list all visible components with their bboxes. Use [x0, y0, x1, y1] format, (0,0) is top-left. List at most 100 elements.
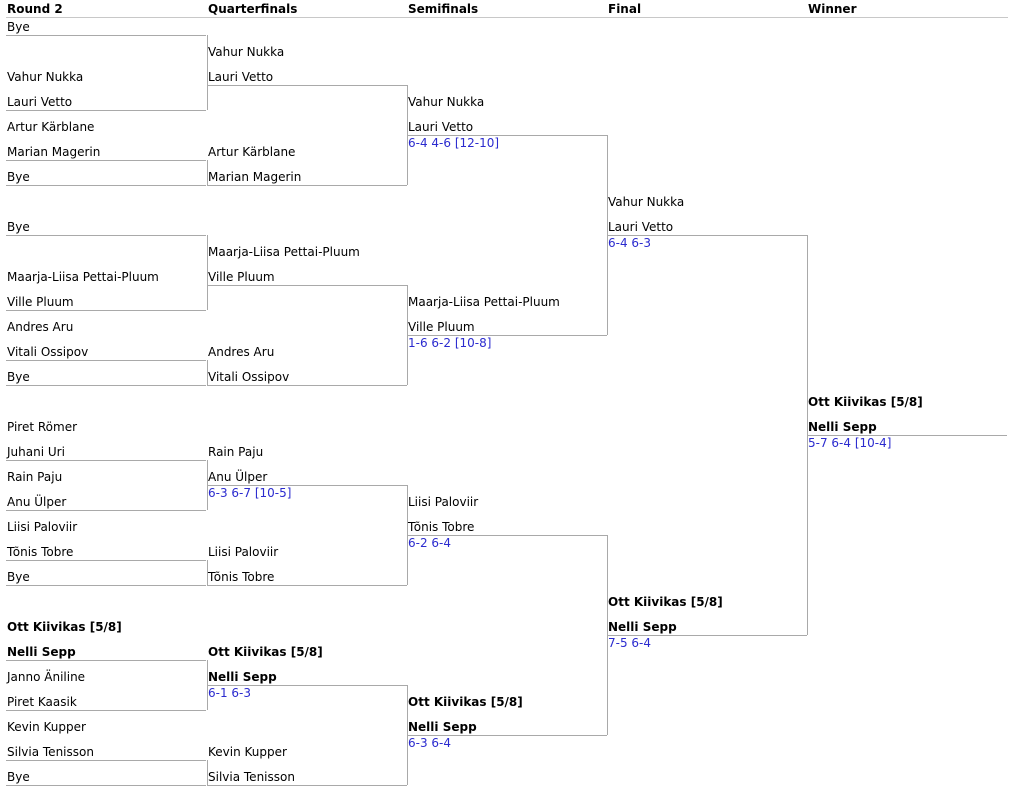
bracket-connector	[207, 235, 208, 310]
team-name: Maarja-Liisa Pettai-Pluum	[7, 270, 159, 284]
match-score: 6-4 4-6 [12-10]	[408, 136, 500, 150]
bracket-connector	[207, 760, 208, 785]
team-name: Vahur Nukka	[608, 195, 685, 209]
team-line	[407, 135, 607, 136]
team-name: Piret Römer	[7, 420, 78, 434]
team-name: Bye	[7, 770, 30, 784]
team-line	[6, 560, 206, 561]
match-score: 5-7 6-4 [10-4]	[808, 436, 892, 450]
team-name: Ott Kiivikas [5/8]	[608, 595, 723, 609]
team-line	[6, 160, 206, 161]
team-line	[6, 460, 206, 461]
team-name: Ott Kiivikas [5/8]	[208, 645, 323, 659]
team-name: Lauri Vetto	[208, 70, 274, 84]
team-line	[6, 185, 206, 186]
team-name: Vitali Ossipov	[7, 345, 89, 359]
team-line	[207, 85, 407, 86]
team-name: Tõnis Tobre	[7, 545, 74, 559]
team-name: Anu Ülper	[7, 495, 67, 509]
team-name: Juhani Uri	[7, 445, 65, 459]
team-name: Ville Pluum	[208, 270, 275, 284]
match-score: 1-6 6-2 [10-8]	[408, 336, 492, 350]
team-line	[6, 710, 206, 711]
team-name: Lauri Vetto	[408, 120, 474, 134]
match-score: 6-3 6-4	[408, 736, 452, 750]
team-name: Bye	[7, 570, 30, 584]
team-line	[807, 435, 1007, 436]
team-name: Tõnis Tobre	[208, 570, 275, 584]
team-name: Liisi Paloviir	[208, 545, 279, 559]
team-name: Maarja-Liisa Pettai-Pluum	[408, 295, 560, 309]
header-underline	[6, 17, 1008, 18]
team-line	[6, 585, 206, 586]
team-name: Anu Ülper	[208, 470, 268, 484]
team-name: Marian Magerin	[7, 145, 101, 159]
team-line	[607, 235, 807, 236]
team-name: Nelli Sepp	[208, 670, 277, 684]
team-line	[6, 510, 206, 511]
team-name: Kevin Kupper	[208, 745, 287, 759]
team-name: Nelli Sepp	[808, 420, 877, 434]
bracket-connector	[207, 560, 208, 585]
bracket-connector	[207, 360, 208, 385]
team-name: Vitali Ossipov	[208, 370, 290, 384]
team-name: Andres Aru	[7, 320, 74, 334]
header-quarterfinals: Quarterfinals	[208, 2, 298, 16]
team-line	[6, 660, 206, 661]
team-line	[207, 485, 407, 486]
team-name: Bye	[7, 220, 30, 234]
team-line	[6, 360, 206, 361]
team-name: Ville Pluum	[7, 295, 74, 309]
header-final: Final	[608, 2, 642, 16]
team-line	[207, 385, 407, 386]
team-name: Lauri Vetto	[7, 95, 73, 109]
bracket-connector	[207, 35, 208, 110]
team-line	[207, 585, 407, 586]
team-name: Maarja-Liisa Pettai-Pluum	[208, 245, 360, 259]
team-name: Nelli Sepp	[608, 620, 677, 634]
team-line	[407, 335, 607, 336]
team-name: Silvia Tenisson	[208, 770, 295, 784]
team-line	[207, 685, 407, 686]
bracket-connector	[207, 160, 208, 185]
team-line	[6, 235, 206, 236]
team-name: Rain Paju	[7, 470, 63, 484]
team-name: Vahur Nukka	[208, 45, 285, 59]
team-line	[6, 385, 206, 386]
team-name: Artur Kärblane	[208, 145, 296, 159]
team-name: Nelli Sepp	[7, 645, 76, 659]
team-name: Liisi Paloviir	[408, 495, 479, 509]
match-score: 6-2 6-4	[408, 536, 452, 550]
team-name: Piret Kaasik	[7, 695, 77, 709]
team-line	[407, 735, 607, 736]
match-score: 6-4 6-3	[608, 236, 652, 250]
header-winner: Winner	[808, 2, 857, 16]
match-score: 6-1 6-3	[208, 686, 252, 700]
team-name: Tõnis Tobre	[408, 520, 475, 534]
team-line	[6, 110, 206, 111]
team-line	[407, 535, 607, 536]
team-line	[6, 35, 206, 36]
team-name: Lauri Vetto	[608, 220, 674, 234]
team-name: Ott Kiivikas [5/8]	[408, 695, 523, 709]
team-name: Nelli Sepp	[408, 720, 477, 734]
team-line	[6, 760, 206, 761]
team-name: Silvia Tenisson	[7, 745, 94, 759]
team-name: Andres Aru	[208, 345, 275, 359]
team-name: Janno Äniline	[7, 670, 86, 684]
team-name: Kevin Kupper	[7, 720, 86, 734]
team-name: Bye	[7, 170, 30, 184]
header-round-2: Round 2	[7, 2, 63, 16]
team-line	[207, 785, 407, 786]
team-name: Rain Paju	[208, 445, 264, 459]
match-score: 7-5 6-4	[608, 636, 652, 650]
team-name: Ville Pluum	[408, 320, 475, 334]
match-score: 6-3 6-7 [10-5]	[208, 486, 292, 500]
team-name: Vahur Nukka	[7, 70, 84, 84]
team-line	[207, 185, 407, 186]
team-name: Bye	[7, 370, 30, 384]
team-name: Ott Kiivikas [5/8]	[808, 395, 923, 409]
team-name: Liisi Paloviir	[7, 520, 78, 534]
team-line	[6, 785, 206, 786]
